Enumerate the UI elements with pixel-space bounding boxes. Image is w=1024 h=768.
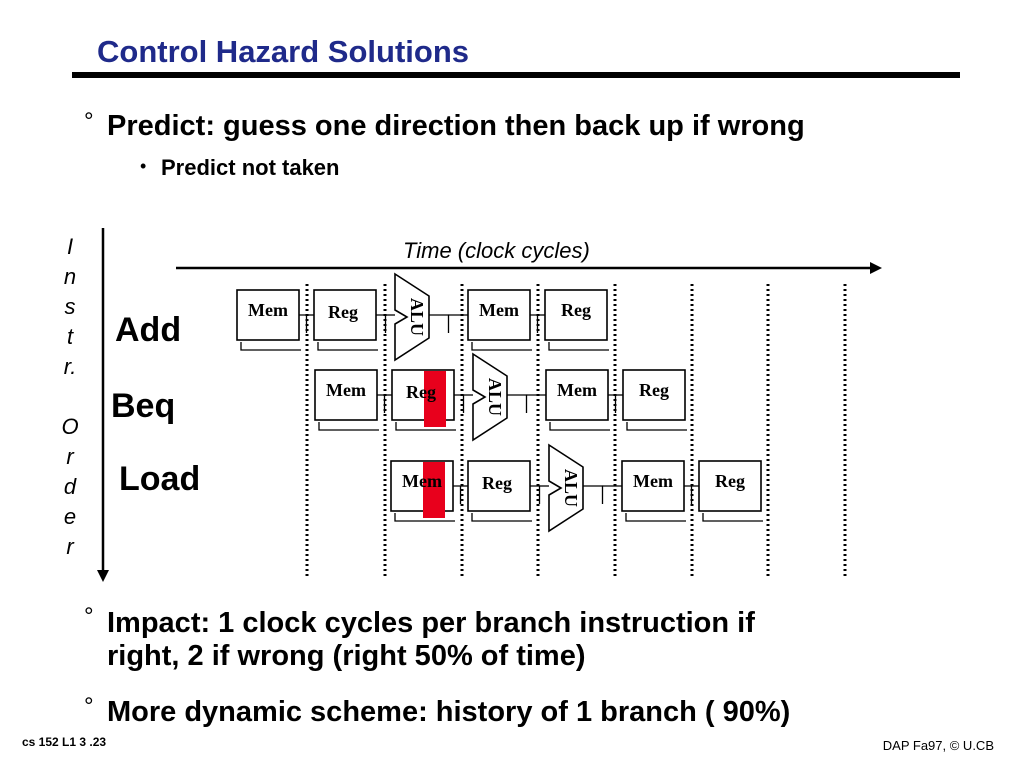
footer-copyright: DAP Fa97, © U.CB [882,738,994,753]
stage-shadow [240,342,301,351]
bullet-marker: ° [84,108,94,135]
title-underline [72,72,960,78]
stage-shadow [471,342,532,351]
instruction-name-add: Add [115,311,182,349]
reg-stage-label: Reg [715,471,745,491]
bullet-impact-line2: right, 2 if wrong (right 50% of time) [107,640,586,672]
reg-stage [467,460,531,512]
order-letter: I [66,234,74,259]
alu-stage [548,443,584,533]
instruction-name-beq: Beq [111,387,176,425]
alu-stage-label: ALU [407,298,427,336]
bullet-predict: Predict: guess one direction then back u… [107,110,805,142]
bullet-impact-line1: Impact: 1 clock cycles per branch instru… [107,607,755,639]
mem-stage [314,369,378,421]
sub-bullet-predict-not-taken: Predict not taken [161,155,340,180]
alu-stage-label: ALU [561,469,581,507]
stage-connector [377,394,386,413]
stage-shadow [549,422,610,431]
stage-shadow [395,422,456,431]
reg-stage [698,460,762,512]
time-axis-arrowhead [870,262,882,274]
reg-stage [622,369,686,421]
sub-bullet-marker: • [140,156,147,176]
stage-connector [684,485,693,504]
reg-stage-label: Reg [561,300,591,320]
bullet-marker: ° [84,603,94,630]
slide-title: Control Hazard Solutions [97,34,469,69]
instruction-order-label: I n s t r. O r d e r [55,232,85,562]
order-letter: d [63,474,77,499]
order-letter: n [63,264,77,289]
reg-stage-label: Reg [639,380,669,400]
mem-stage-label: Mem [479,300,519,320]
alu-stage [472,352,508,442]
mem-stage-label: Mem [633,471,673,491]
mem-stage-label: Mem [326,380,366,400]
mem-stage [545,369,609,421]
alu-stage-label: ALU [485,378,505,416]
stage-connector [530,314,539,333]
reg-stage [544,289,608,341]
stall-highlight [423,462,445,518]
mem-stage-label: Mem [248,300,288,320]
order-letter: s [64,294,76,319]
stall-highlight [424,371,446,427]
stage-connector [507,394,528,413]
stage-shadow [394,513,455,522]
time-axis-label: Time (clock cycles) [403,238,590,263]
stage-connector [299,314,308,333]
stage-connector [429,314,450,333]
footer-course-code: cs 152 L1 3 .23 [22,735,107,749]
mem-stage-label: Mem [557,380,597,400]
order-letter: r [66,444,74,469]
stage-shadow [702,513,763,522]
order-letter: t [66,324,74,349]
stage-connector [583,485,604,504]
reg-stage-label: Reg [482,473,512,493]
stage-shadow [626,422,687,431]
stage-shadow [548,342,609,351]
reg-stage [313,289,377,341]
stage-shadow [471,513,532,522]
stage-shadow [625,513,686,522]
bullet-marker: ° [84,693,94,720]
bullet-dynamic-scheme: More dynamic scheme: history of 1 branch… [107,696,791,728]
order-letter: r. [63,354,77,379]
instruction-name-load: Load [119,460,201,498]
order-letter: O [61,414,79,439]
order-letter: e [63,504,77,529]
stage-shadow [318,422,379,431]
mem-stage-label: Mem [402,471,442,491]
stage-shadow [317,342,378,351]
alu-stage [394,272,430,362]
reg-stage-label: Reg [406,382,436,402]
order-axis-arrowhead [97,570,109,582]
stage-connector [453,485,462,504]
reg-stage-label: Reg [328,302,358,322]
order-letter: r [66,534,74,559]
